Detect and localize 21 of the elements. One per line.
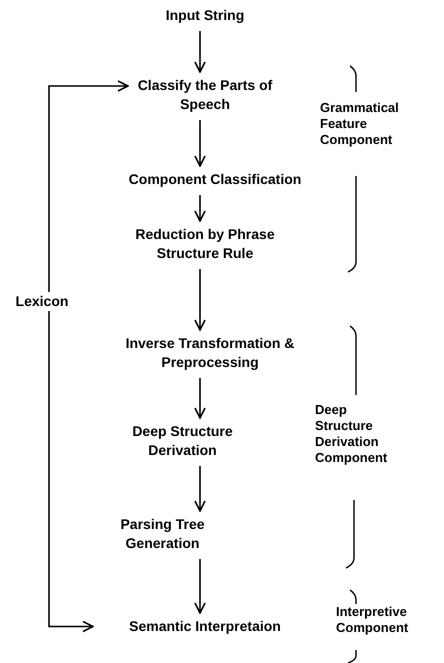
arrow [194, 559, 206, 614]
arrow [48, 311, 94, 632]
step-text: Deep Structure Derivation [118, 422, 247, 460]
step-text: Inverse Transformation & Preprocessing [103, 334, 317, 372]
arrow [194, 269, 206, 331]
step-text: Reduction by Phrase Structure Rule [118, 225, 292, 263]
step-text: Semantic Interpretaion [93, 617, 317, 636]
arrow [194, 378, 206, 419]
step-text: Input String [148, 6, 262, 25]
arrow [194, 31, 206, 73]
arrow [194, 120, 206, 167]
step-text: Classify the Parts of Speech [128, 76, 282, 114]
arrow [194, 466, 206, 512]
step-text: Parsing Tree Generation [98, 515, 227, 553]
component-label: Deep Structure Derivation Component [315, 402, 388, 466]
arrow [194, 195, 206, 222]
step-text: Component Classification [83, 170, 347, 189]
step-text: Lexicon [4, 292, 80, 311]
component-label: Interpretive Component [336, 604, 410, 636]
component-label: Grammatical Feature Component [320, 100, 400, 148]
arrow [48, 80, 129, 292]
